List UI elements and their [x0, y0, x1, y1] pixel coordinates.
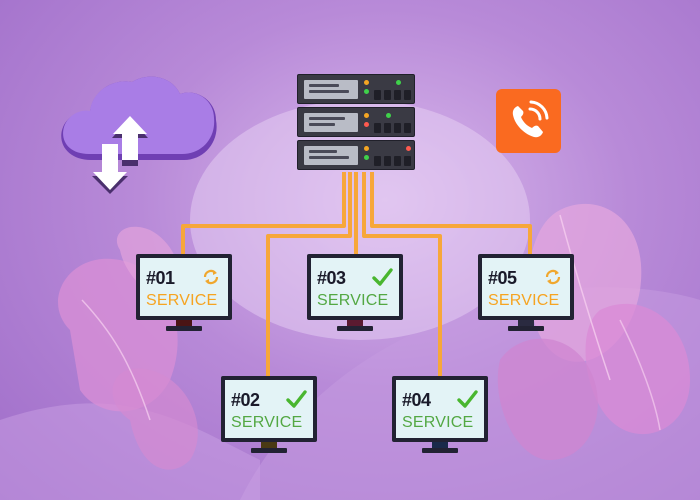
server-unit	[297, 74, 415, 104]
checkmark-icon	[372, 268, 393, 286]
sync-icon	[203, 269, 219, 285]
phone-ringing-icon	[512, 100, 549, 138]
sync-icon	[545, 269, 561, 285]
checkmark-icon	[286, 390, 307, 408]
phone-call-button[interactable]	[496, 89, 561, 153]
service-label: SERVICE	[402, 414, 474, 431]
monitor-05: #05 SERVICE	[478, 254, 574, 334]
monitor-label: #01	[146, 268, 175, 288]
server-unit	[297, 107, 415, 137]
monitor-03: #03 SERVICE	[307, 254, 403, 334]
service-label: SERVICE	[146, 292, 218, 309]
monitor-01: #01 SERVICE	[136, 254, 232, 334]
monitor-label: #05	[488, 268, 517, 288]
service-label: SERVICE	[488, 292, 560, 309]
service-label: SERVICE	[231, 414, 303, 431]
service-label: SERVICE	[317, 292, 389, 309]
monitor-label: #04	[402, 390, 431, 410]
monitor-label: #03	[317, 268, 346, 288]
server-rack-icon	[297, 74, 415, 172]
monitor-04: #04 SERVICE	[392, 376, 488, 456]
cloud-upload-download-icon	[61, 76, 217, 194]
monitor-02: #02 SERVICE	[221, 376, 317, 456]
server-unit	[297, 140, 415, 170]
checkmark-icon	[457, 390, 478, 408]
monitor-label: #02	[231, 390, 260, 410]
